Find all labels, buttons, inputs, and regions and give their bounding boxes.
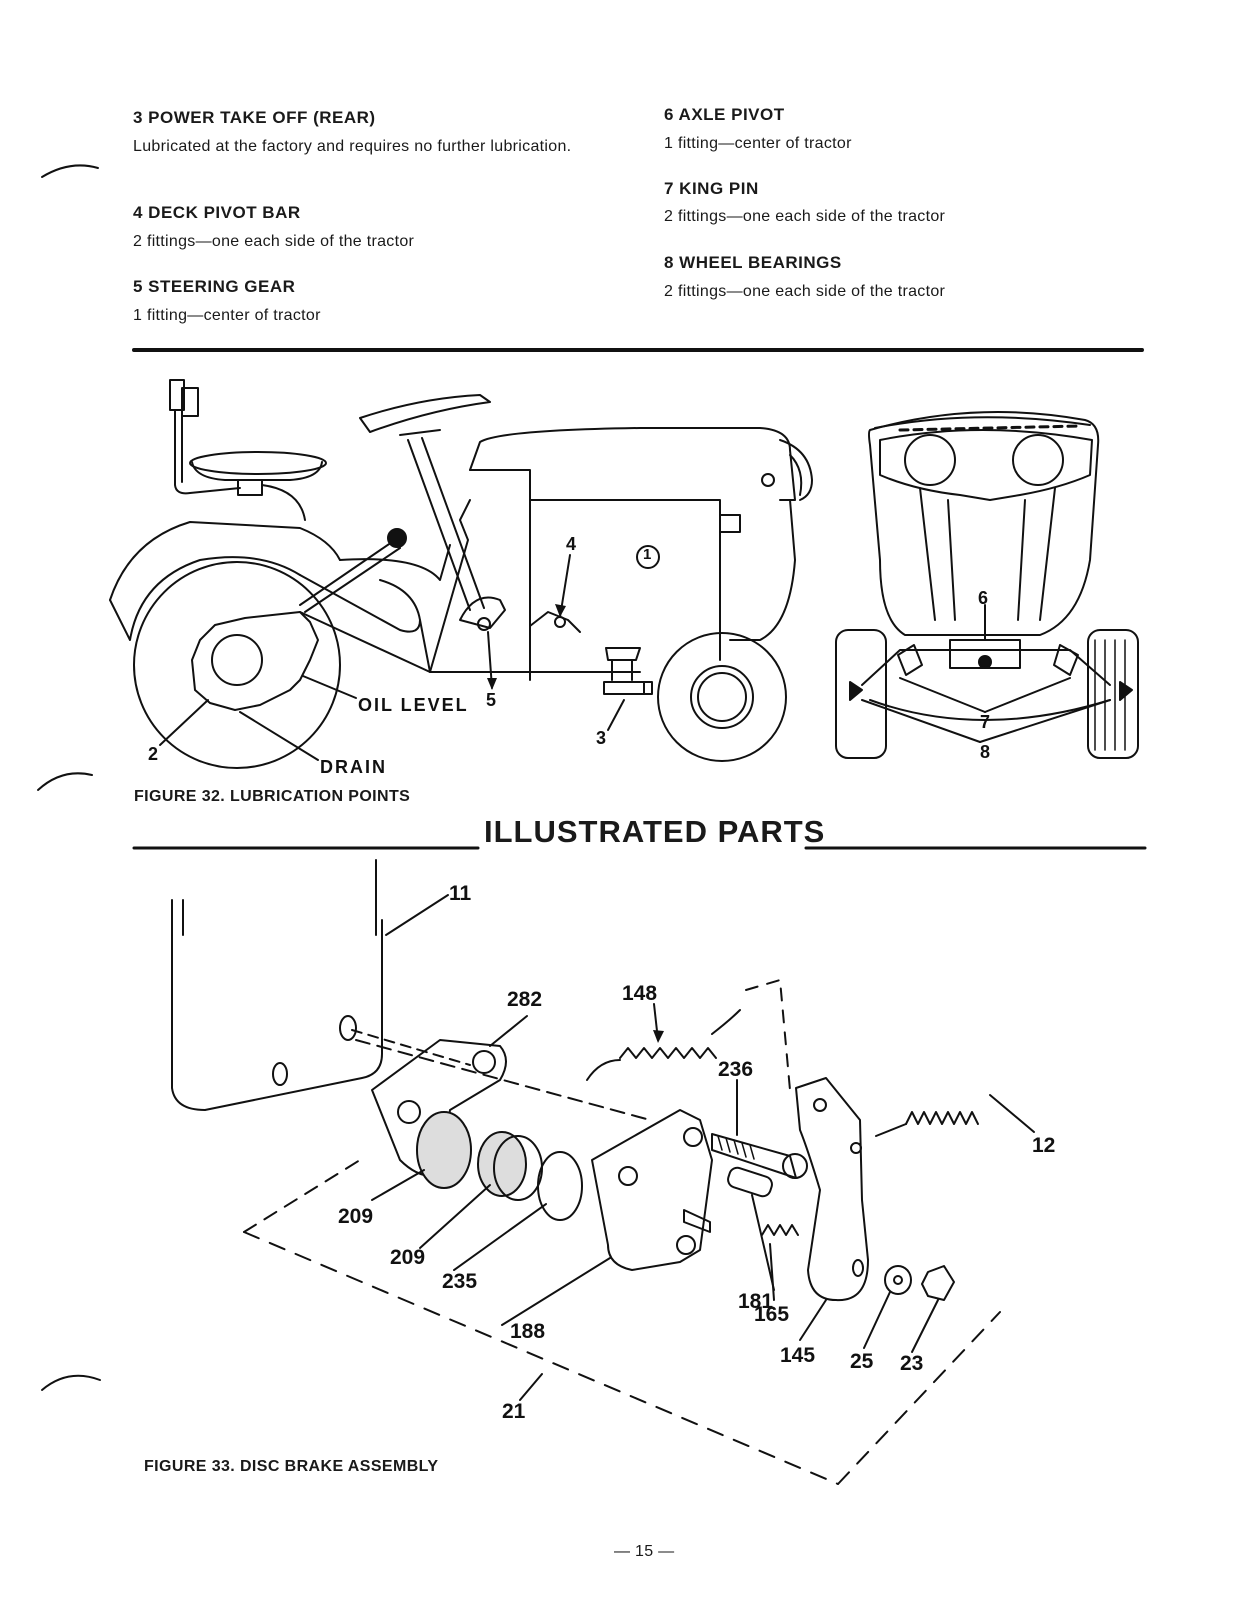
part-236: 236 bbox=[718, 1058, 754, 1081]
label-fitting-4: 4 bbox=[566, 534, 577, 554]
part-235: 235 bbox=[442, 1270, 478, 1293]
part-145: 145 bbox=[780, 1344, 816, 1367]
heading-power-take-off: 3 POWER TAKE OFF (REAR) bbox=[133, 108, 376, 127]
label-fitting-7: 7 bbox=[980, 712, 991, 732]
heading-axle-pivot: 6 AXLE PIVOT bbox=[664, 105, 785, 124]
part-181: 181 bbox=[738, 1290, 774, 1313]
heading-wheel-bearings: 8 WHEEL BEARINGS bbox=[664, 253, 842, 272]
text-deck-pivot-bar: 2 fittings—one each side of the tractor bbox=[133, 233, 415, 250]
part-282: 282 bbox=[507, 988, 543, 1011]
part-165: 165 bbox=[754, 1303, 790, 1326]
label-fitting-3: 3 bbox=[596, 728, 607, 748]
tractor-front-view bbox=[835, 411, 1139, 759]
heading-king-pin: 7 KING PIN bbox=[664, 179, 759, 198]
label-fitting-2: 2 bbox=[148, 744, 159, 764]
text-king-pin: 2 fittings—one each side of the tractor bbox=[664, 208, 946, 225]
part-12: 12 bbox=[1032, 1134, 1056, 1157]
page-number: — 15 — bbox=[614, 1543, 675, 1560]
part-209-b: 209 bbox=[390, 1246, 426, 1269]
part-209-a: 209 bbox=[338, 1205, 374, 1228]
part-21: 21 bbox=[502, 1400, 526, 1423]
label-drain: DRAIN bbox=[320, 757, 387, 777]
text-wheel-bearings: 2 fittings—one each side of the tractor bbox=[664, 283, 946, 300]
heading-deck-pivot-bar: 4 DECK PIVOT BAR bbox=[133, 203, 301, 222]
label-fitting-6: 6 bbox=[978, 588, 989, 608]
figure-32-caption: FIGURE 32. LUBRICATION POINTS bbox=[134, 788, 411, 805]
part-11: 11 bbox=[449, 882, 472, 905]
tractor-side-view bbox=[109, 379, 813, 769]
part-23: 23 bbox=[900, 1352, 924, 1375]
heading-steering-gear: 5 STEERING GEAR bbox=[133, 277, 296, 296]
part-188: 188 bbox=[510, 1320, 546, 1343]
text-power-take-off: Lubricated at the factory and requires n… bbox=[133, 138, 572, 155]
text-steering-gear: 1 fitting—center of tractor bbox=[133, 307, 321, 324]
text-axle-pivot: 1 fitting—center of tractor bbox=[664, 135, 852, 152]
label-fitting-8: 8 bbox=[980, 742, 991, 762]
part-25: 25 bbox=[850, 1350, 874, 1373]
section-title-illustrated-parts: ILLUSTRATED PARTS bbox=[484, 814, 826, 849]
label-fitting-5: 5 bbox=[486, 690, 497, 710]
disc-brake-assembly bbox=[171, 859, 1035, 1485]
figure-33-caption: FIGURE 33. DISC BRAKE ASSEMBLY bbox=[144, 1458, 439, 1475]
label-fitting-1: 1 bbox=[643, 546, 652, 563]
part-148: 148 bbox=[622, 982, 658, 1005]
label-oil-level: OIL LEVEL bbox=[358, 695, 469, 715]
